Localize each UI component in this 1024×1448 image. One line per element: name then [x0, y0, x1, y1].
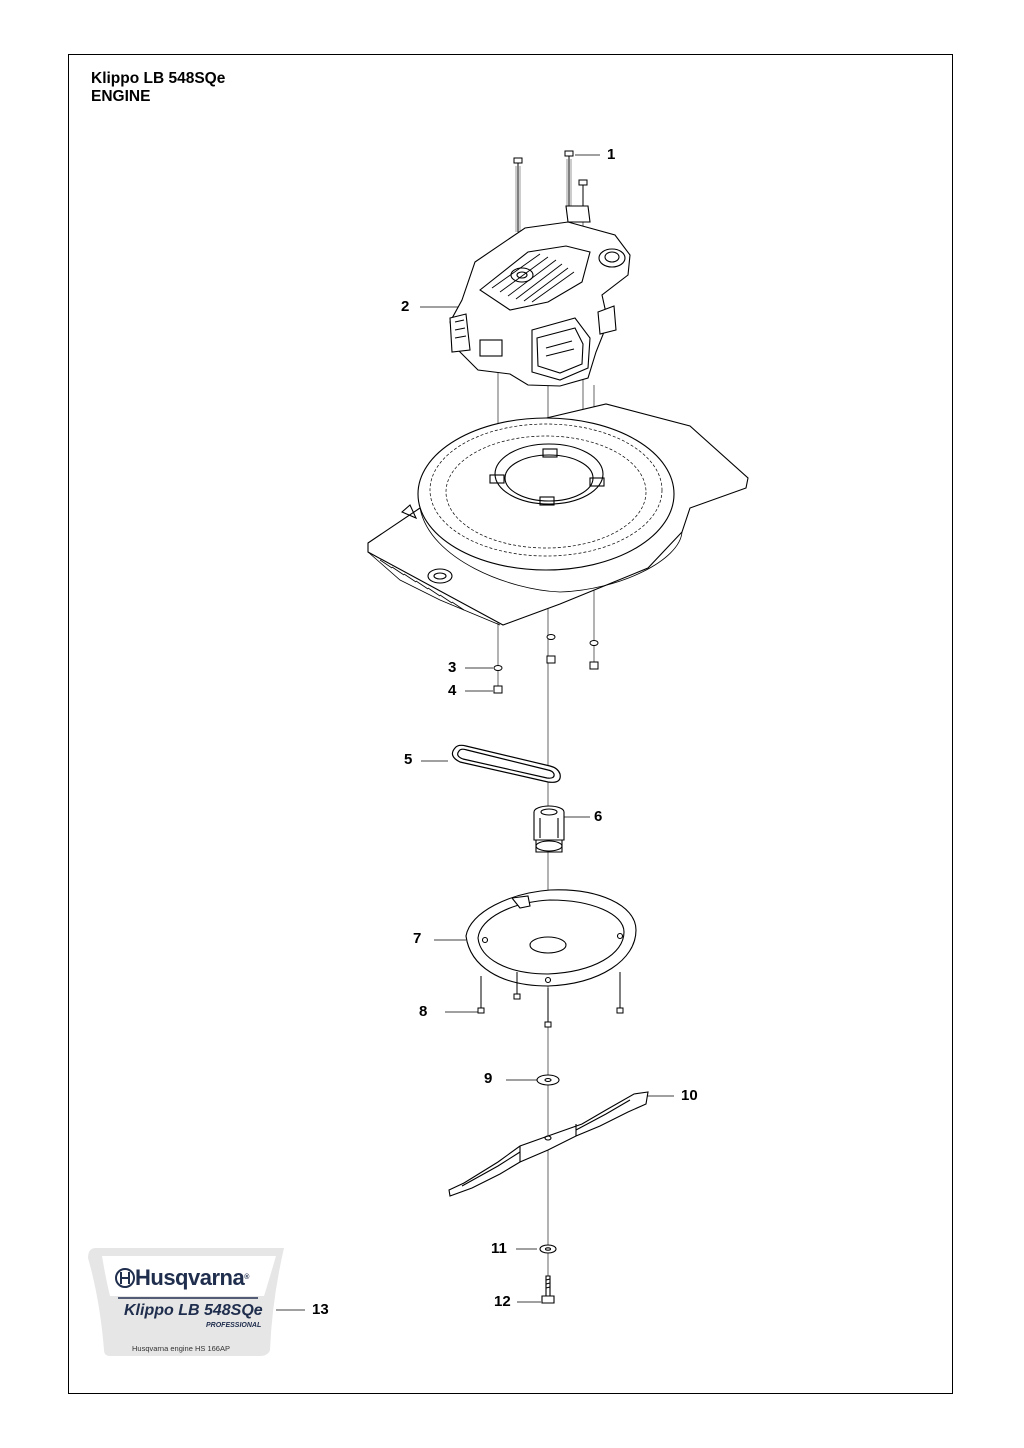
decal-tagline: PROFESSIONAL — [206, 1322, 262, 1329]
decal-background — [88, 1248, 284, 1356]
callout-12: 12 — [494, 1293, 511, 1310]
callout-5: 5 — [404, 751, 413, 768]
washers-and-nuts — [493, 634, 599, 694]
leader-lines — [276, 154, 674, 1311]
mower-deck — [367, 403, 749, 626]
callout-8: 8 — [419, 1003, 428, 1020]
blade-guard — [465, 889, 637, 987]
callout-4: 4 — [448, 682, 457, 699]
bolt — [564, 150, 574, 212]
callout-1: 1 — [607, 146, 616, 163]
guard-screws — [477, 972, 624, 1028]
callout-13: 13 — [312, 1301, 329, 1318]
page-title: Klippo LB 548SQe ENGINE — [91, 70, 225, 106]
section-title: ENGINE — [91, 88, 151, 105]
drive-belt — [451, 744, 561, 783]
decal-model: Klippo LB 548SQe — [124, 1302, 263, 1319]
callout-9: 9 — [484, 1070, 493, 1087]
callout-3: 3 — [448, 659, 457, 676]
cutting-blade — [448, 1091, 649, 1197]
model-title: Klippo LB 548SQe — [91, 70, 226, 87]
engine — [449, 205, 631, 387]
blade-washer — [536, 1074, 560, 1086]
decal-brand-text: Husqvarna — [135, 1265, 245, 1290]
bolt-washer — [539, 1244, 557, 1254]
bolt — [513, 157, 523, 232]
callout-2: 2 — [401, 298, 410, 315]
drawing-frame — [68, 54, 953, 1394]
callout-10: 10 — [681, 1087, 698, 1104]
callout-11: 11 — [491, 1240, 507, 1257]
decal-engine-note: Husqvarna engine HS 166AP — [132, 1344, 230, 1353]
decal-brand: Husqvarna® — [135, 1265, 249, 1290]
callout-6: 6 — [594, 808, 603, 825]
callout-7: 7 — [413, 930, 422, 947]
blade-bolt — [541, 1275, 555, 1304]
husqvarna-logo-icon — [115, 1268, 135, 1288]
blade-adapter — [533, 805, 565, 853]
